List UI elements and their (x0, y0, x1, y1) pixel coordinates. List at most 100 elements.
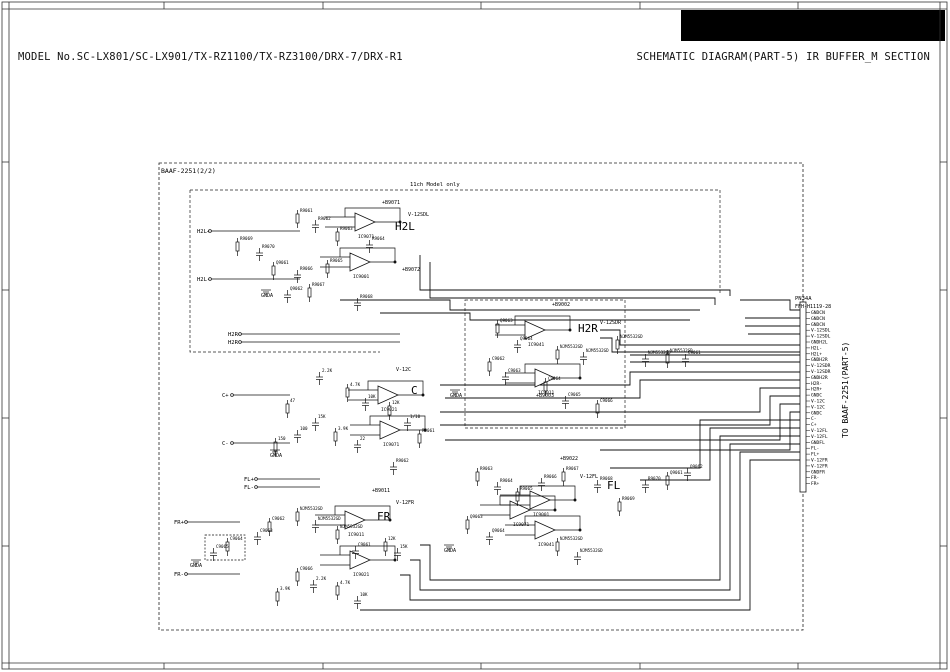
component-label: 47 (290, 398, 296, 403)
connector-pin-label: GNDFR (811, 469, 825, 475)
resistor-symbol (325, 263, 330, 274)
component-label: 22 (360, 436, 366, 441)
connector-pin-label: GNDCN (811, 310, 825, 316)
opamp-label: IC9001 (353, 274, 370, 280)
title-block-bar (681, 10, 945, 41)
rail-b9011: +B9011 (372, 488, 390, 494)
resistor-symbol (335, 529, 340, 540)
component-label: R9061 (422, 428, 435, 433)
component-label: C9065 (568, 392, 581, 397)
opamp-label: IC9011 (538, 390, 555, 396)
opamp-symbol (349, 252, 371, 272)
terminal (208, 277, 212, 281)
section-label-fr: FR (377, 510, 391, 523)
component-label: Q9061 (276, 260, 289, 265)
resistor-symbol (475, 471, 480, 482)
component-label: C9062 (272, 516, 285, 521)
junction-dot (388, 518, 392, 522)
component-label: C9061 (688, 350, 701, 355)
component-label: R9064 (500, 478, 513, 483)
input-fr-minus: FR- (174, 572, 184, 578)
resistor-symbol (615, 339, 620, 350)
junction-dot (578, 376, 582, 380)
opamp-symbol (377, 385, 399, 405)
rail-v12fl: V-12FL (580, 474, 598, 480)
feedback-wire (344, 207, 401, 223)
connector-pin-label: FL+ (811, 452, 820, 458)
component-label: 2.2K (322, 368, 333, 373)
opamp-symbol (354, 212, 376, 232)
resistor-symbol (335, 231, 340, 242)
component-label: NJM5532GD (620, 334, 643, 339)
component-label: C9061 (358, 542, 371, 547)
input-h2l-plus: H2L+ (197, 229, 211, 235)
connector-pin-label: V-12SDR (811, 369, 831, 375)
component-label: R9070 (262, 244, 275, 249)
component-label: 15K (318, 414, 326, 419)
opamp-symbol (534, 368, 556, 388)
rail-v12c: V-12C (396, 367, 411, 373)
component-label: R9062 (318, 216, 331, 221)
component-label: NJM5532GD (670, 348, 693, 353)
connector-pin-label: GNDH2R (811, 375, 828, 381)
input-h2l-minus: H2L- (197, 277, 210, 283)
resistor-symbol (307, 287, 312, 298)
connector-pin-label: GNDH2L (811, 340, 828, 346)
resistor-symbol (561, 471, 566, 482)
rail-v12sdl: V-12SDL (408, 212, 429, 218)
bus-wiring (340, 255, 800, 611)
component-label: 10K (368, 394, 376, 399)
component-label: R9069 (240, 236, 253, 241)
opamp-symbol (524, 320, 546, 340)
component-label: C9065 (216, 544, 229, 549)
connector-pin-label: GNDC (811, 393, 822, 399)
feedback-wire (514, 315, 571, 331)
component-label: NJM5532GD (586, 348, 609, 353)
resistor-symbol (543, 381, 548, 392)
resistor-symbol (295, 213, 300, 224)
rail-b9002: +B9002 (552, 302, 570, 308)
connector-pin-label: C+ (811, 422, 817, 428)
opamp-blocks: IC9071IC9001IC9041IC9011IC9021IC9071IC90… (344, 212, 556, 578)
terminal (184, 572, 188, 576)
opamp-label: IC9021 (381, 407, 398, 413)
feedback-wire (339, 545, 396, 561)
component-label: R9065 (330, 258, 343, 263)
rail-b9003: +B9003 (536, 393, 554, 399)
opamp-symbol (344, 510, 366, 530)
junction-dot (573, 498, 577, 502)
connector-pin-label: V-12FL (811, 428, 828, 434)
component-label: Q9064 (492, 528, 505, 533)
resistor-symbol (617, 501, 622, 512)
option-box-left (189, 190, 380, 353)
component-label: R9067 (312, 282, 325, 287)
component-label: 10K (360, 592, 368, 597)
resistor-symbol (275, 591, 280, 602)
component-label: C9064 (230, 536, 243, 541)
component-label: R9067 (566, 466, 579, 471)
connector-pin-label: GNDC (811, 410, 822, 416)
terminal (184, 520, 188, 524)
component-label: NJM5532GD (318, 516, 341, 521)
connector-pin-label: H2L+ (811, 351, 822, 357)
option-box-top (190, 189, 721, 293)
component-label: 12K (392, 400, 400, 405)
board-outline (158, 162, 804, 631)
input-c-minus: C- (222, 441, 229, 447)
connector-pin-label: H2L- (811, 345, 822, 351)
component-label: 12K (388, 536, 396, 541)
resistor-symbol (555, 541, 560, 552)
resistor-symbol (285, 403, 290, 414)
input-fl-minus: FL- (244, 485, 254, 491)
component-label: C9063 (260, 528, 273, 533)
component-label: NJM5532GD (300, 506, 323, 511)
connector-destination: TO BAAF-2251(PART-5) (841, 342, 850, 438)
component-label: R9063 (480, 466, 493, 471)
opamp-symbol (534, 520, 556, 540)
rail-b9022: +B9022 (560, 456, 578, 462)
opamp-label: IC9071 (383, 442, 400, 448)
component-label: Q9062 (290, 286, 303, 291)
feedback-wire (499, 495, 556, 511)
opamp-label: IC9011 (348, 532, 365, 538)
opamp-label: IC9001 (533, 512, 550, 518)
